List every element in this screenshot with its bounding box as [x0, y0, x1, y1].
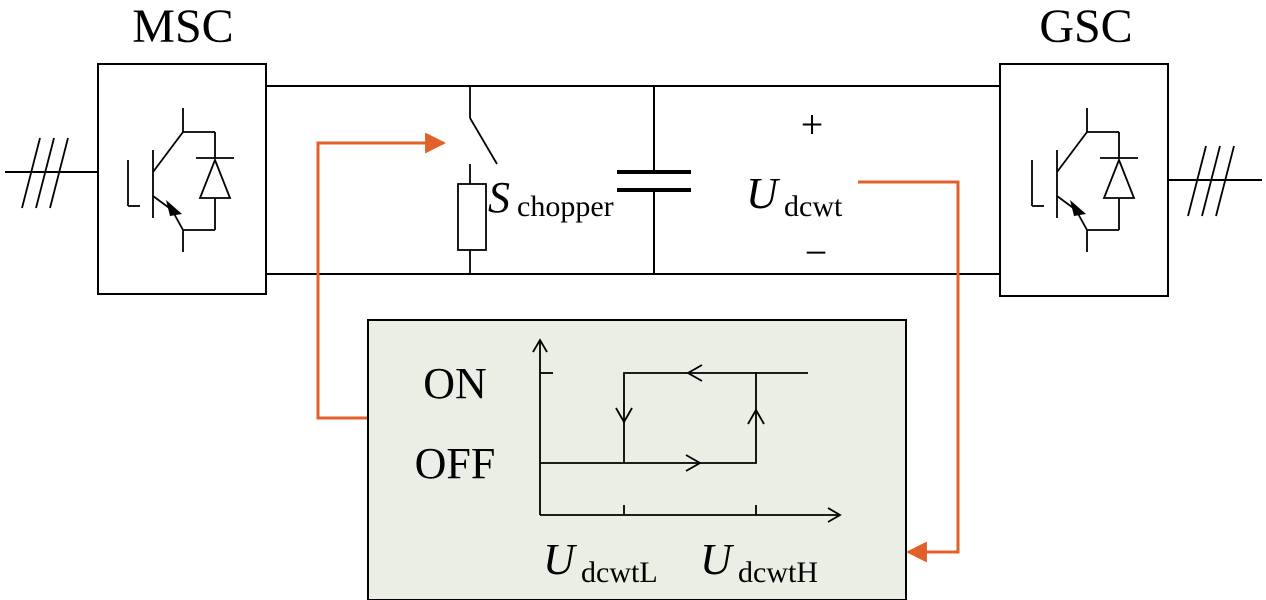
dc-link-capacitor	[617, 86, 691, 274]
chopper-label: S	[488, 173, 510, 222]
control-signal-path	[316, 132, 447, 420]
gsc-title: GSC	[1039, 0, 1132, 53]
minus-sign: −	[805, 230, 828, 275]
off-label: OFF	[415, 439, 496, 488]
chopper-resistor	[457, 183, 487, 251]
hysteresis-loop	[540, 372, 808, 464]
chopper-branch	[457, 86, 498, 274]
uh-label-subscript: dcwtH	[738, 556, 818, 589]
measurement-signal-path	[858, 180, 960, 563]
chopper-label-subscript: chopper	[517, 190, 614, 223]
igbt-diode-icon	[1031, 108, 1138, 252]
three-phase-input	[5, 137, 98, 209]
three-phase-output	[1168, 145, 1262, 217]
gsc-converter-box	[999, 63, 1169, 297]
plus-sign: +	[801, 102, 824, 147]
udc-label: U	[746, 169, 781, 218]
udc-label-subscript: dcwt	[784, 190, 843, 223]
hysteresis-control-box: ON OFF U dcwtL U dcwtH	[367, 319, 907, 600]
on-label: ON	[423, 359, 487, 408]
uh-label: U	[700, 535, 735, 584]
msc-converter-box	[97, 63, 267, 295]
ul-label: U	[543, 535, 578, 584]
loop-arrow-left	[686, 364, 703, 382]
loop-arrow-down	[615, 407, 633, 424]
loop-arrow-right	[685, 454, 702, 472]
msc-title: MSC	[132, 0, 233, 53]
ul-label-subscript: dcwtL	[581, 556, 658, 589]
loop-arrow-up	[747, 408, 765, 425]
igbt-diode-icon	[127, 108, 234, 252]
